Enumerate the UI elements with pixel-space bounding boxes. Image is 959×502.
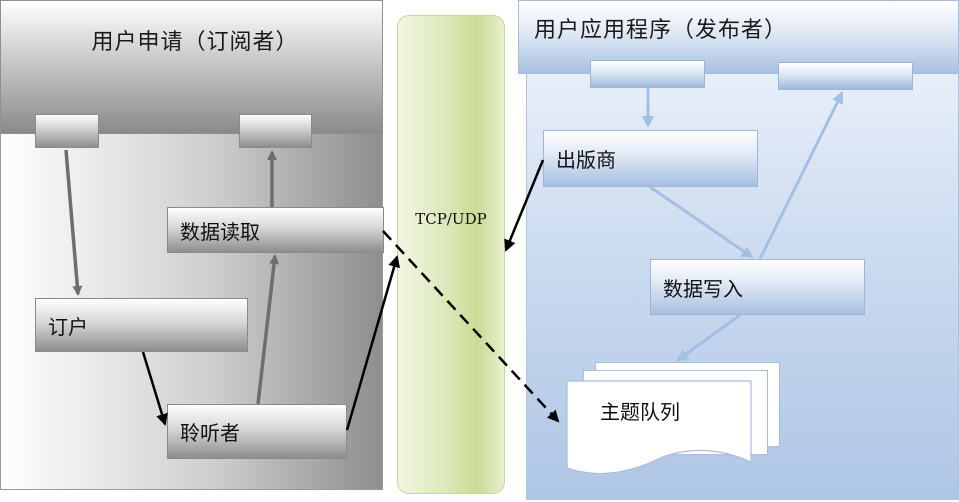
publisher-node: 出版商: [543, 130, 758, 187]
topic-queue-label: 主题队列: [600, 400, 680, 424]
publisher-panel-title: 用户应用程序（发布者）: [534, 18, 788, 43]
publisher-port-right: [778, 62, 913, 90]
data-write-node: 数据写入: [650, 259, 865, 315]
subscriber-node: 订户: [35, 298, 248, 352]
data-read-label: 数据读取: [180, 219, 260, 244]
data-read-node: 数据读取: [167, 207, 384, 253]
data-write-label: 数据写入: [663, 276, 743, 301]
listener-node: 聆听者: [167, 404, 347, 459]
transport-label: TCP/UDP: [415, 210, 487, 228]
listener-label: 聆听者: [180, 421, 240, 445]
subscriber-port-right: [239, 114, 312, 148]
publisher-label: 出版商: [556, 148, 616, 172]
subscriber-panel-title: 用户申请（订阅者）: [91, 30, 299, 55]
publisher-port-left: [590, 60, 705, 88]
topic-queue-page-front: [566, 380, 752, 475]
transport-band: [397, 15, 505, 494]
subscriber-panel-header: [0, 0, 383, 134]
subscriber-label: 订户: [48, 314, 88, 339]
subscriber-port-left: [35, 114, 99, 148]
